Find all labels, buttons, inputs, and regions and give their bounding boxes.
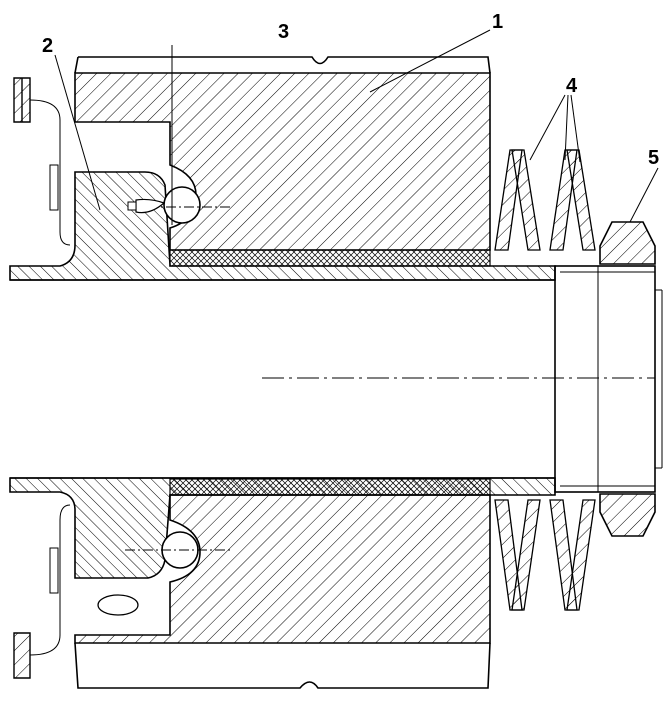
housing-upper-outline <box>78 56 491 74</box>
leader-5 <box>629 167 659 223</box>
nut-lower <box>599 493 656 537</box>
leader-4b <box>564 94 569 161</box>
leader-4c <box>570 94 581 163</box>
sensor-upper <box>13 77 71 246</box>
callout-label-2: 2 <box>42 35 53 57</box>
shaft-bore <box>10 279 655 479</box>
bushing-upper <box>169 249 491 267</box>
ball-upper <box>127 45 232 225</box>
callout-label-1: 1 <box>492 11 503 33</box>
housing-lower-body <box>74 494 491 644</box>
callout-label-3: 3 <box>278 21 289 43</box>
callout-label-4: 4 <box>566 75 578 97</box>
callout-label-5: 5 <box>648 147 659 169</box>
disc-springs-lower <box>494 499 596 611</box>
leader-1 <box>369 29 491 93</box>
leader-4a <box>529 94 566 161</box>
leader-2 <box>54 54 101 211</box>
leader-lines <box>54 29 659 223</box>
disc-springs-upper <box>494 149 596 251</box>
sensor-lower <box>13 504 71 679</box>
nut-upper <box>599 221 656 265</box>
ball-lower <box>97 531 230 616</box>
shaft-threaded-end <box>554 265 663 493</box>
housing-lower <box>74 494 491 689</box>
housing-lower-outline <box>74 642 491 689</box>
